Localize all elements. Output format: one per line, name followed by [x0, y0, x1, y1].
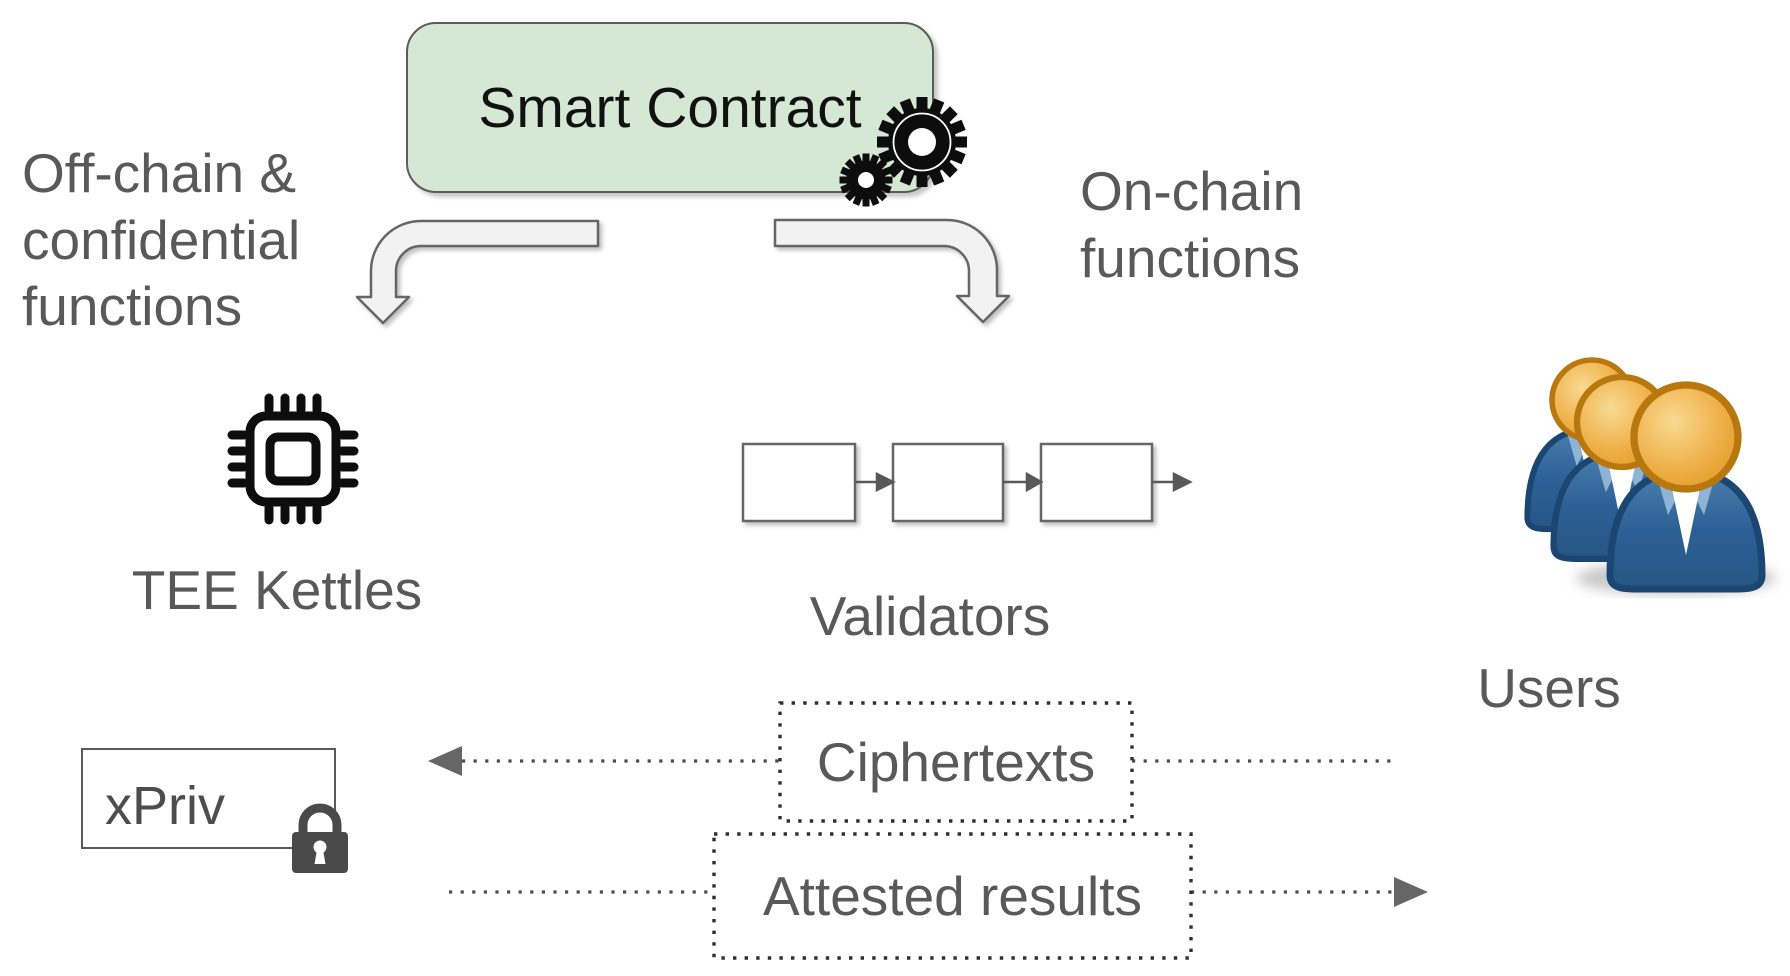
on-chain-functions-label: On-chain functions — [1080, 160, 1304, 289]
ciphertexts-label: Ciphertexts — [816, 731, 1096, 793]
left-branch-arrow — [355, 219, 600, 325]
tee-kettles-label: TEE Kettles — [131, 559, 423, 621]
validator-block — [891, 442, 1005, 523]
cpu-icon — [227, 393, 359, 525]
xpriv-box: xPriv — [81, 748, 336, 849]
right-branch-arrow — [773, 218, 1011, 324]
attested-results-label: Attested results — [762, 865, 1143, 927]
users-label: Users — [1477, 657, 1621, 719]
validator-block — [741, 442, 857, 523]
lock-icon — [292, 803, 348, 873]
blockchain-blocks — [741, 442, 1193, 523]
smart-contract-label: Smart Contract — [478, 75, 862, 140]
validators-label: Validators — [809, 585, 1051, 647]
smart-contract-box: Smart Contract — [406, 22, 934, 193]
gear-small — [839, 153, 893, 207]
gears-icon — [839, 97, 967, 207]
arrowhead-right-icon — [1394, 877, 1428, 907]
arrowhead-left-icon — [428, 746, 462, 776]
off-chain-functions-label: Off-chain & confidential functions — [22, 142, 301, 338]
users-icon — [1528, 342, 1776, 595]
xpriv-label: xPriv — [105, 775, 225, 836]
validator-block — [1039, 442, 1154, 523]
gear-large — [877, 97, 967, 187]
